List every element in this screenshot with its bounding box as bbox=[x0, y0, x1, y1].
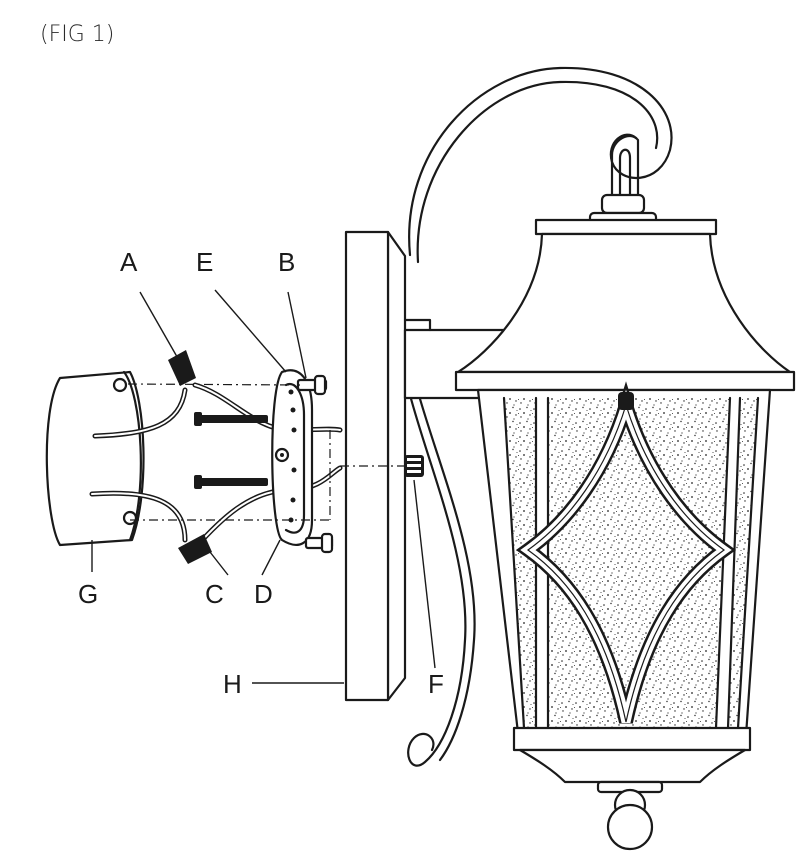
mounting-bolts bbox=[194, 412, 268, 489]
callout-b: B bbox=[278, 247, 295, 277]
screws-b bbox=[296, 374, 334, 554]
callout-e: E bbox=[196, 247, 213, 277]
callout-a: A bbox=[120, 247, 138, 277]
callout-f: F bbox=[428, 669, 444, 699]
diamond-ornament bbox=[515, 381, 737, 724]
lantern bbox=[454, 218, 796, 851]
hanging-hook bbox=[588, 134, 658, 227]
mounting-screw-f bbox=[404, 455, 424, 477]
junction-box bbox=[45, 370, 145, 547]
wire-connector-g-bottom bbox=[178, 534, 212, 564]
wire-connector-a bbox=[168, 350, 196, 386]
crossbar-plate bbox=[271, 369, 314, 546]
alignment-lines bbox=[127, 383, 404, 521]
leader-lines bbox=[91, 289, 436, 684]
callout-c: C bbox=[205, 579, 224, 609]
callout-d: D bbox=[254, 579, 273, 609]
figure-title: (FIG 1) bbox=[40, 22, 114, 47]
callout-h: H bbox=[223, 669, 242, 699]
callout-g: G bbox=[78, 579, 98, 609]
